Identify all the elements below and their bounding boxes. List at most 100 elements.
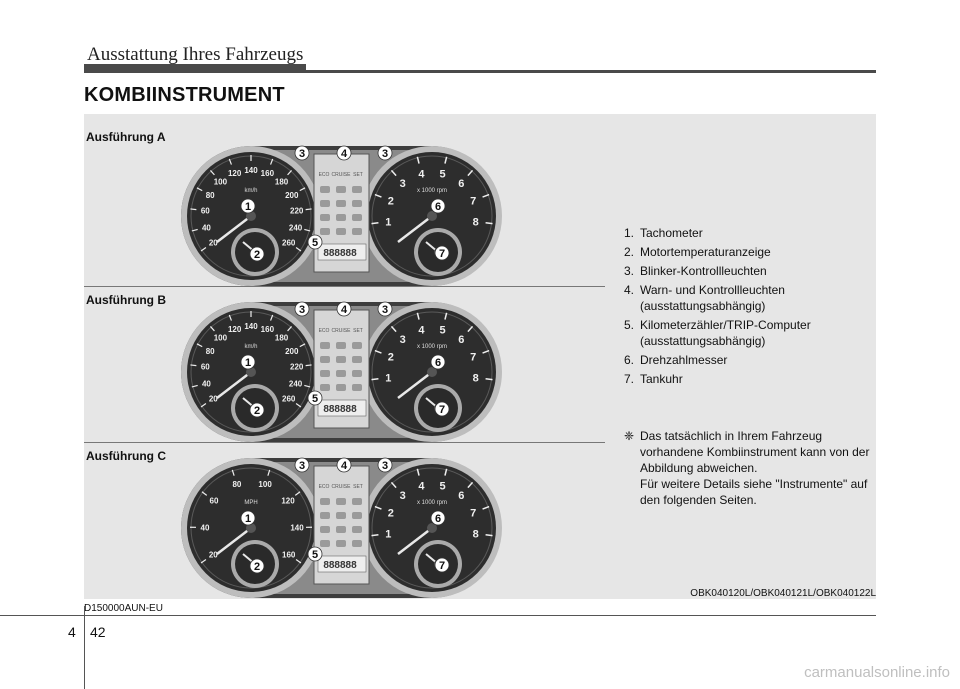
speed-tick-label: 180 bbox=[275, 178, 289, 187]
speed-tick-label: 160 bbox=[282, 550, 296, 559]
rpm-tick bbox=[371, 534, 379, 537]
speedometer-ring bbox=[190, 467, 312, 589]
callout-number: 1 bbox=[245, 357, 251, 369]
callout-number: 4 bbox=[341, 148, 348, 160]
warning-light-icon bbox=[352, 370, 362, 377]
callout-marker bbox=[307, 390, 323, 406]
speed-tick bbox=[228, 314, 232, 321]
callout-number: 3 bbox=[299, 148, 305, 160]
callout-marker bbox=[434, 245, 450, 261]
callout-marker bbox=[336, 145, 352, 161]
rpm-tick-label: 2 bbox=[388, 196, 394, 208]
warning-light-icon bbox=[320, 214, 330, 221]
rpm-tick bbox=[467, 169, 474, 177]
rpm-tick bbox=[444, 312, 448, 320]
chapter-number: 4 bbox=[68, 624, 76, 640]
callout-number: 3 bbox=[382, 460, 388, 472]
speed-tick-label: 120 bbox=[228, 169, 242, 178]
speed-tick bbox=[209, 326, 215, 332]
speedometer-needle bbox=[216, 527, 252, 555]
warning-light-icon bbox=[320, 384, 330, 391]
speed-tick-label: 220 bbox=[290, 363, 304, 372]
warning-light-icon bbox=[352, 356, 362, 363]
callout-marker bbox=[307, 234, 323, 250]
rpm-tick bbox=[482, 505, 490, 510]
odometer-readout: 888888 bbox=[323, 560, 357, 571]
speedometer-hub bbox=[246, 211, 256, 221]
rpm-tick-label: 3 bbox=[400, 490, 406, 502]
warning-light-icon bbox=[336, 540, 346, 547]
callout-number: 3 bbox=[299, 304, 305, 316]
speed-tick bbox=[295, 247, 302, 252]
rpm-tick-label: 5 bbox=[439, 324, 445, 336]
callout-number: 5 bbox=[312, 237, 318, 249]
callout-number: 7 bbox=[439, 248, 445, 260]
rpm-tick bbox=[444, 156, 448, 164]
callout-number: 1 bbox=[245, 513, 251, 525]
callout-number: 4 bbox=[341, 460, 348, 472]
speed-tick-label: 100 bbox=[214, 334, 228, 343]
callout-number: 5 bbox=[312, 393, 318, 405]
display-label: CRUISE bbox=[332, 172, 352, 178]
callout-marker bbox=[249, 402, 265, 418]
speed-tick-label: 100 bbox=[258, 480, 272, 489]
odometer-display bbox=[317, 243, 367, 261]
speed-tick-label: 80 bbox=[206, 347, 215, 356]
legend-item: 1.Tachometer bbox=[624, 226, 703, 240]
tachometer-needle bbox=[397, 371, 433, 399]
rpm-tick bbox=[390, 481, 397, 489]
header-rule bbox=[84, 70, 876, 73]
rpm-tick bbox=[467, 481, 474, 489]
footer-vertical-rule bbox=[84, 606, 85, 689]
speed-tick bbox=[191, 228, 198, 232]
speed-tick bbox=[191, 384, 198, 388]
warning-light-icon bbox=[352, 342, 362, 349]
speed-unit-label: km/h bbox=[244, 188, 257, 194]
speed-tick-label: 120 bbox=[281, 497, 295, 506]
speed-tick-label: 80 bbox=[232, 480, 241, 489]
rpm-tick bbox=[390, 169, 397, 177]
display-label: SET bbox=[353, 328, 363, 334]
rpm-tick-label: 7 bbox=[470, 352, 476, 364]
rpm-tick-label: 1 bbox=[385, 217, 391, 229]
section-title: KOMBIINSTRUMENT bbox=[84, 84, 285, 106]
footer-rule bbox=[0, 615, 876, 616]
speed-tick bbox=[299, 187, 306, 192]
warning-light-icon bbox=[320, 356, 330, 363]
speed-tick bbox=[305, 364, 312, 367]
callout-marker bbox=[430, 354, 446, 370]
speed-tick bbox=[295, 559, 302, 564]
rpm-tick bbox=[374, 193, 382, 198]
rpm-tick bbox=[467, 325, 474, 333]
speed-tick bbox=[190, 364, 197, 367]
speed-tick-label: 60 bbox=[210, 497, 219, 506]
header-tab-bar bbox=[84, 64, 306, 73]
speed-tick-label: 60 bbox=[201, 363, 210, 372]
callout-marker bbox=[294, 301, 310, 317]
warning-light-icon bbox=[336, 200, 346, 207]
speed-tick-label: 160 bbox=[261, 325, 275, 334]
rpm-tick-label: 1 bbox=[385, 373, 391, 385]
warning-light-icon bbox=[336, 186, 346, 193]
speed-tick-label: 260 bbox=[282, 394, 296, 403]
speed-tick bbox=[304, 384, 311, 388]
speed-tick-label: 180 bbox=[275, 334, 289, 343]
warning-light-icon bbox=[352, 214, 362, 221]
variant-b-label: Ausführung B bbox=[86, 293, 166, 307]
warning-light-icon bbox=[352, 526, 362, 533]
warning-light-icon bbox=[336, 228, 346, 235]
speed-tick bbox=[267, 469, 271, 476]
callout-marker bbox=[430, 198, 446, 214]
legend-item: 6.Drehzahlmesser bbox=[624, 353, 728, 367]
rpm-tick-label: 2 bbox=[388, 352, 394, 364]
rpm-tick-label: 6 bbox=[458, 334, 464, 346]
rpm-tick bbox=[371, 378, 379, 381]
rpm-tick-label: 3 bbox=[400, 334, 406, 346]
callout-marker bbox=[240, 198, 256, 214]
warning-light-icon bbox=[320, 342, 330, 349]
rpm-tick-label: 8 bbox=[473, 217, 479, 229]
image-code: OBK040120L/OBK040121L/OBK040122L bbox=[690, 588, 876, 599]
callout-number: 6 bbox=[435, 201, 441, 213]
